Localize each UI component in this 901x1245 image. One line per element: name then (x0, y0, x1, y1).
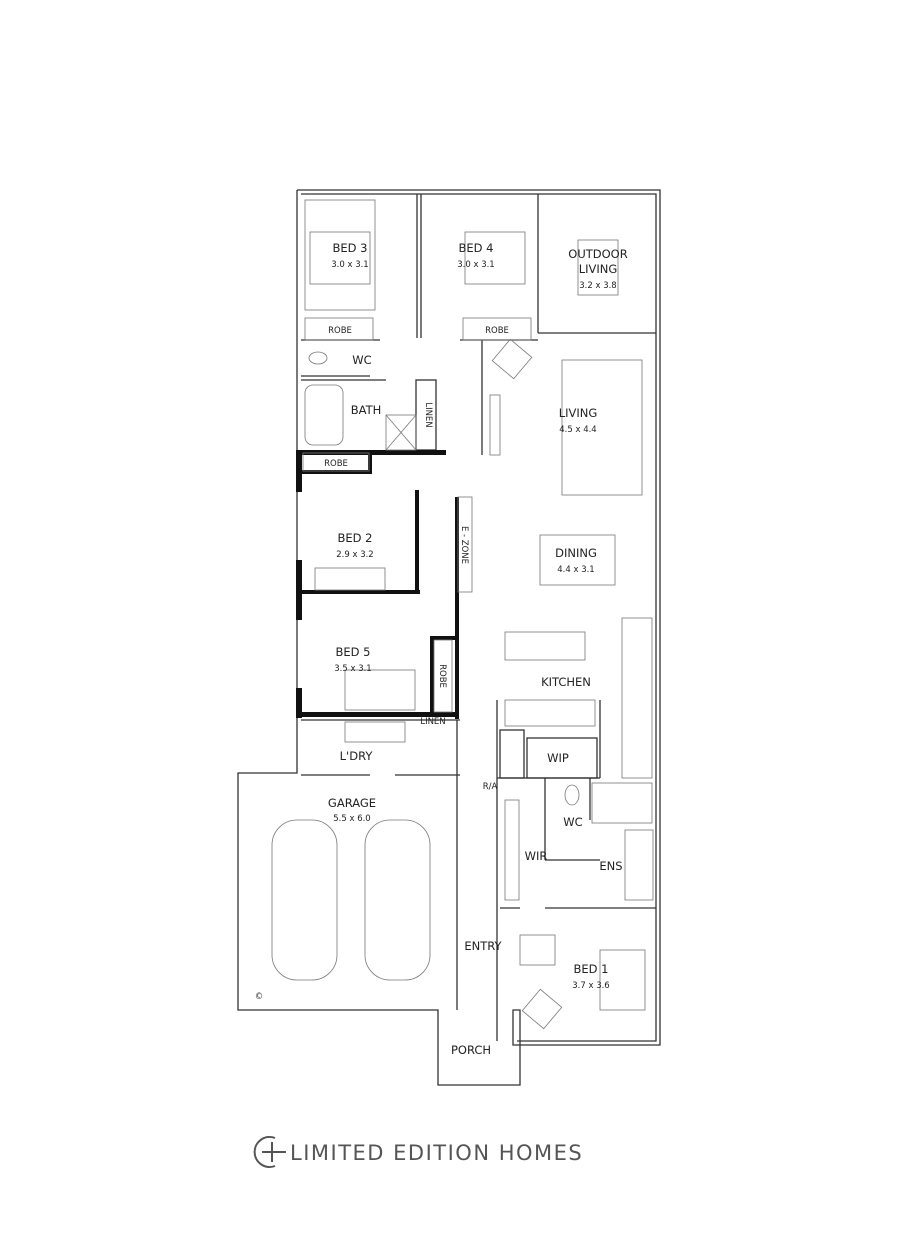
wir-label: WIR (525, 849, 548, 863)
robe-bed5-label: ROBE (437, 664, 447, 688)
cooktop-icon (504, 699, 596, 727)
bed-icon (464, 231, 526, 285)
robe-bed4-label: ROBE (485, 326, 509, 336)
kitchen-bench (621, 617, 653, 779)
tv-unit-icon (489, 394, 501, 456)
car-icon (364, 819, 431, 981)
shower-icon (591, 782, 653, 824)
outdoor-size: 3.2 x 3.8 (579, 281, 616, 291)
ra-label: R/A (483, 782, 498, 792)
bed5-label: BED 5 (336, 645, 371, 659)
toilet-icon (564, 784, 580, 806)
robe-bed3-label: ROBE (328, 326, 352, 336)
entry-label: ENTRY (464, 939, 502, 953)
bed4-label: BED 4 (459, 241, 494, 255)
bed5-size: 3.5 x 3.1 (334, 664, 371, 674)
living-size: 4.5 x 4.4 (559, 425, 596, 435)
bed3-label: BED 3 (333, 241, 368, 255)
kitchen-label: KITCHEN (541, 675, 591, 689)
garage-label: GARAGE (328, 796, 376, 810)
bathtub-icon (304, 384, 344, 446)
laundry-tub-icon (344, 721, 406, 743)
bed4-size: 3.0 x 3.1 (457, 260, 494, 270)
wir-shelf (504, 799, 520, 901)
outdoor-label-1: OUTDOOR (568, 247, 627, 261)
logo-circle-icon (253, 1136, 276, 1168)
armchair-icon (491, 338, 533, 380)
island-bench-icon (504, 631, 586, 661)
sofa-icon (561, 359, 643, 496)
highlighted-walls (296, 450, 459, 719)
ens-label: ENS (599, 859, 622, 873)
dining-table-icon (539, 534, 616, 586)
ezone-label: E - ZONE (459, 526, 469, 564)
bed1-size: 3.7 x 3.6 (572, 981, 609, 991)
ezone-desk (457, 496, 473, 593)
logo-text: LIMITED EDITION HOMES (290, 1141, 583, 1165)
bed-icon (519, 934, 556, 966)
bed1-label: BED 1 (574, 962, 609, 976)
wip-label: WIP (547, 751, 569, 765)
copyright-mark: © (255, 992, 264, 1002)
wc-label: WC (352, 353, 371, 367)
laundry-label: L'DRY (340, 749, 374, 763)
bed3-size: 3.0 x 3.1 (331, 260, 368, 270)
bath-label: BATH (351, 403, 382, 417)
dining-label: DINING (555, 546, 597, 560)
bed3-furniture (304, 199, 376, 311)
linen-laundry-label: LINEN (420, 717, 445, 727)
living-label: LIVING (559, 406, 598, 420)
toilet-icon (308, 351, 328, 365)
bed-icon (344, 669, 416, 711)
outdoor-label-2: LIVING (579, 262, 618, 276)
armchair-icon (521, 988, 563, 1030)
fixtures (271, 199, 654, 1030)
bed-icon (599, 949, 646, 1011)
brand-logo: LIMITED EDITION HOMES (253, 1136, 583, 1168)
bed2-label: BED 2 (338, 531, 373, 545)
robe-bed2-label: ROBE (324, 459, 348, 469)
car-icon (271, 819, 338, 981)
bed-icon (309, 231, 371, 285)
porch-label: PORCH (451, 1043, 491, 1057)
linen-label: LINEN (423, 402, 433, 427)
garage-size: 5.5 x 6.0 (333, 814, 370, 824)
outdoor-table-icon (577, 239, 619, 296)
dining-size: 4.4 x 3.1 (557, 565, 594, 575)
wc2-label: WC (563, 815, 582, 829)
vanity-icon (624, 829, 654, 901)
bed-icon (314, 567, 386, 591)
shower-icon (385, 414, 417, 451)
bed2-size: 2.9 x 3.2 (336, 550, 373, 560)
room-labels: BED 3 3.0 x 3.1 BED 4 3.0 x 3.1 OUTDOOR … (255, 241, 628, 1057)
